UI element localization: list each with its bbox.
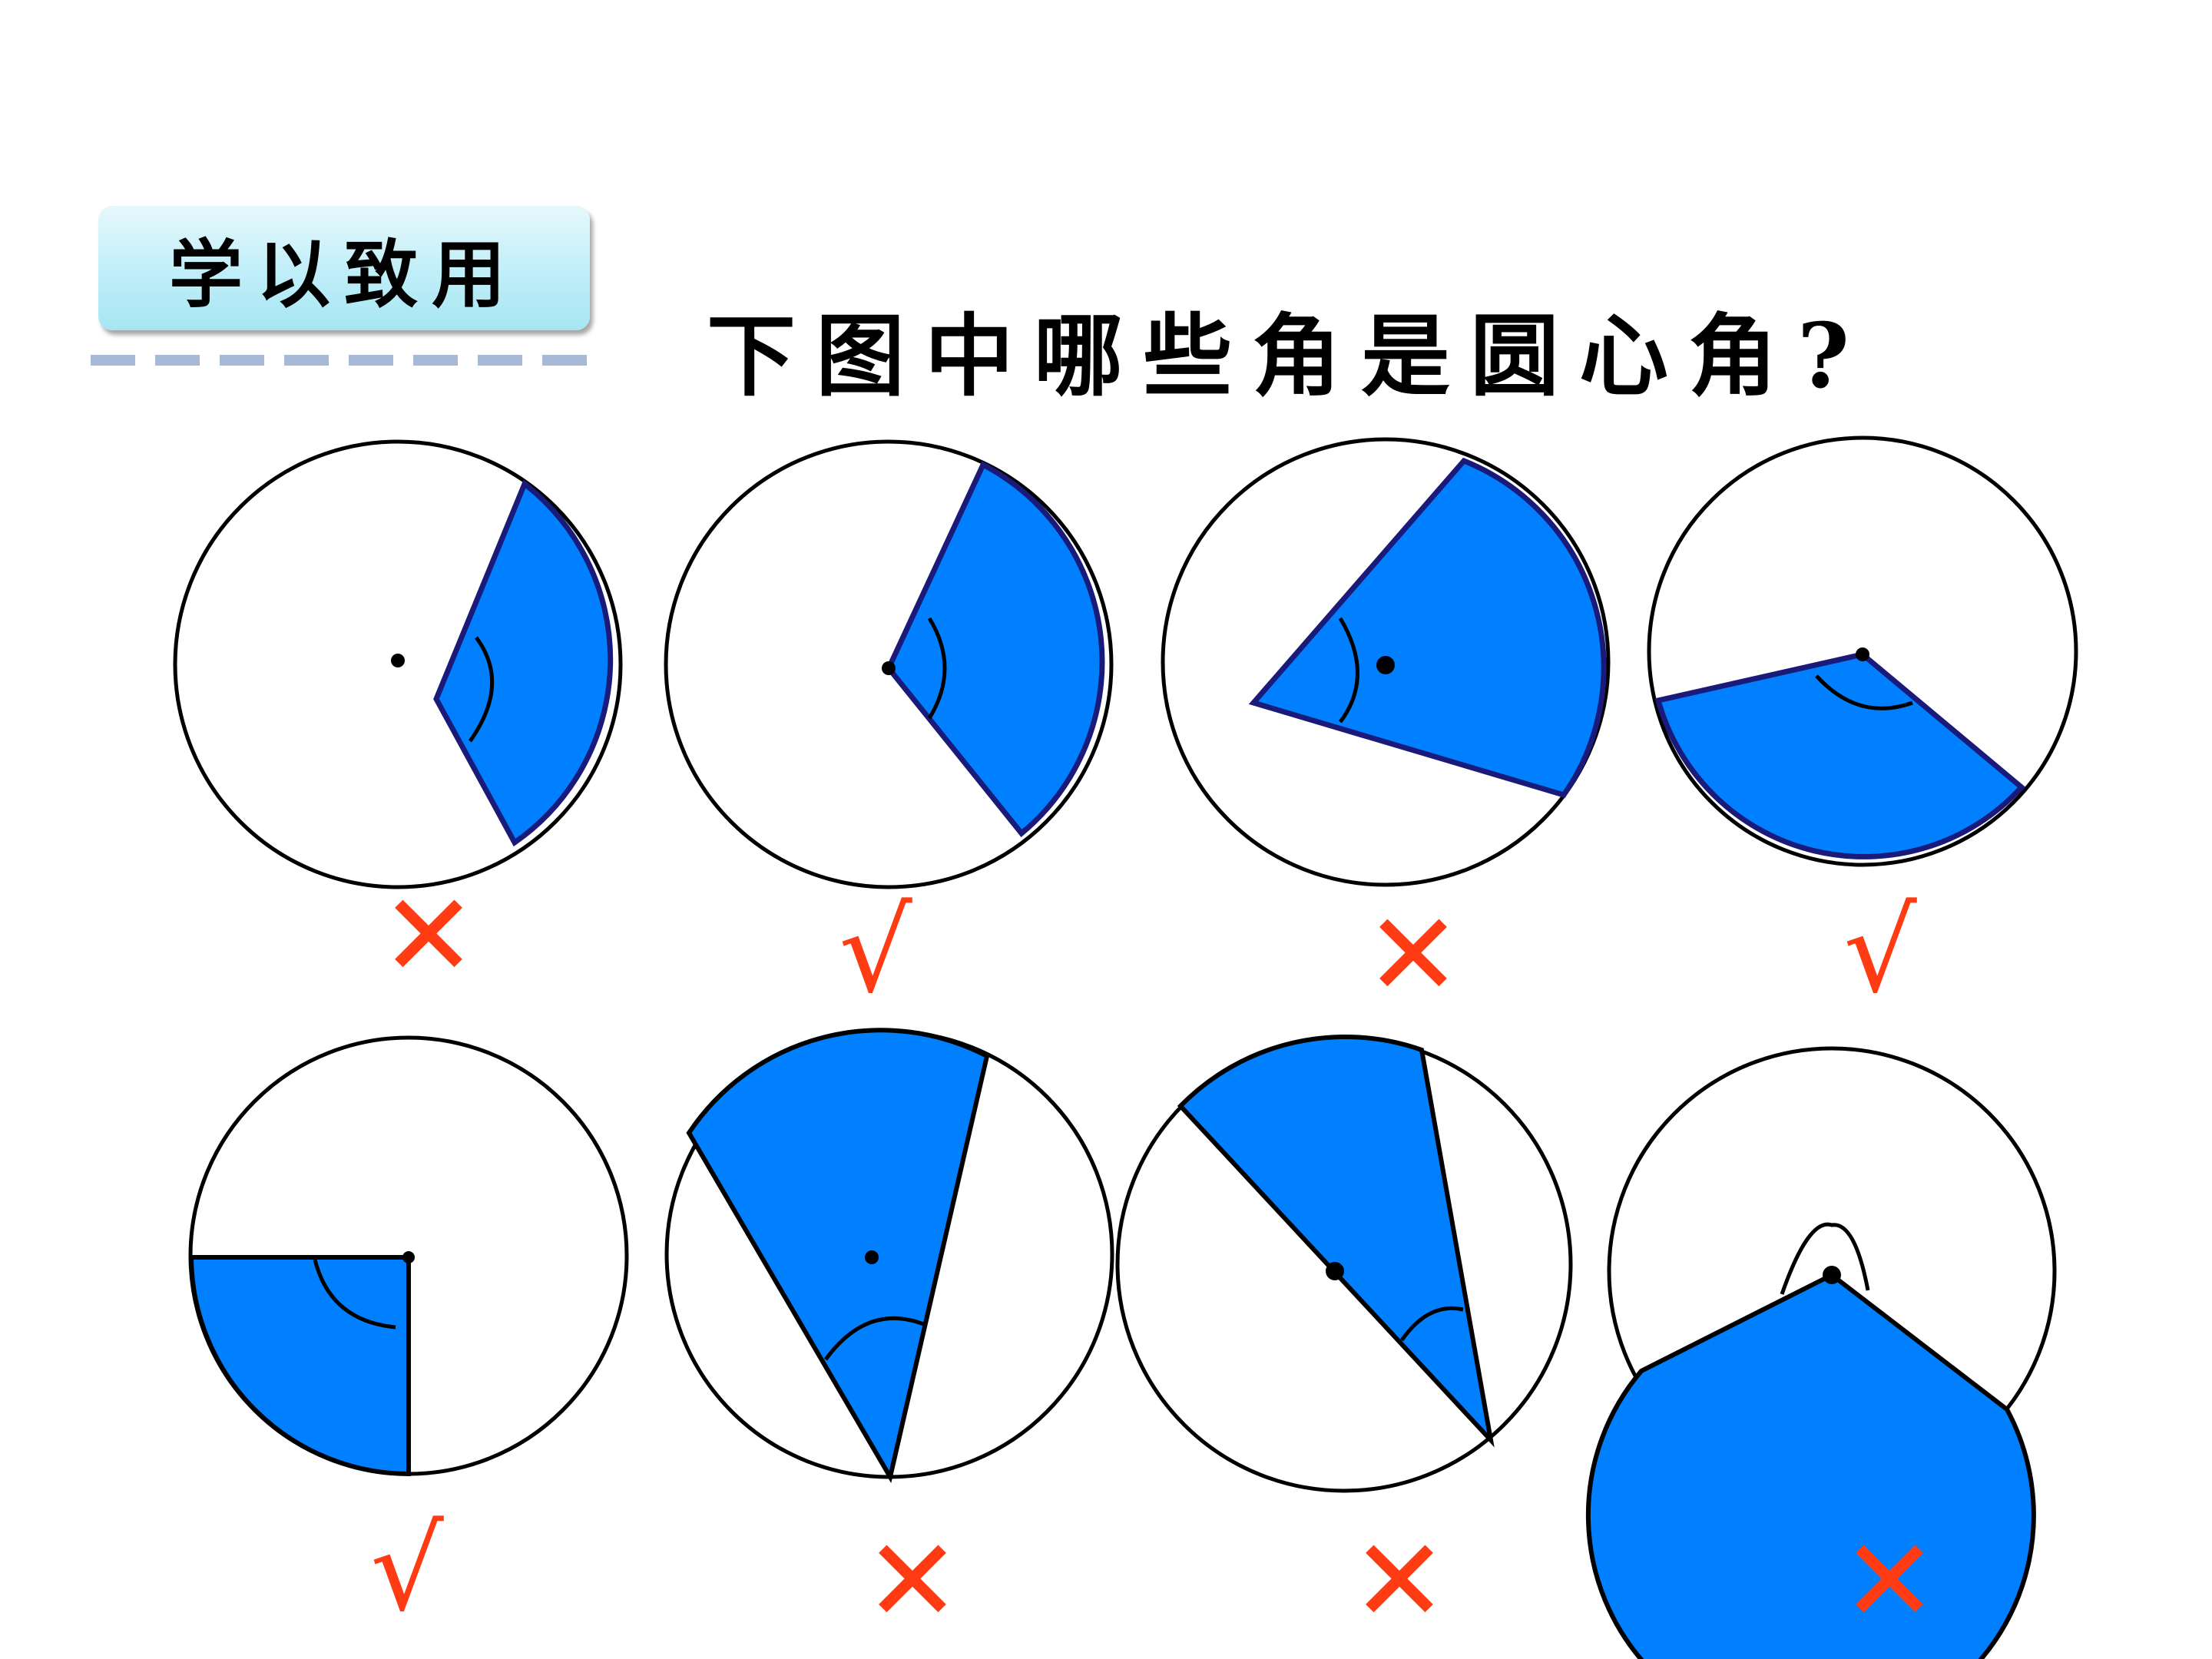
center-dot bbox=[1326, 1262, 1344, 1280]
shaded-sector bbox=[1248, 457, 1607, 799]
shaded-sector bbox=[885, 461, 1105, 837]
dashed-divider bbox=[91, 355, 590, 366]
angle-arc bbox=[1399, 1306, 1464, 1342]
answer-mark: ✕ bbox=[380, 869, 477, 1003]
angle-arc bbox=[927, 617, 947, 720]
figure-3: ✕ bbox=[1161, 437, 1611, 1022]
figure-7: ✕ bbox=[1115, 1034, 1573, 1648]
shaded-sector bbox=[1585, 1272, 2036, 1659]
answer-mark: ✕ bbox=[1841, 1515, 1938, 1648]
center-dot bbox=[1856, 647, 1869, 661]
center-dot bbox=[865, 1250, 879, 1264]
shaded-sector bbox=[1177, 1034, 1495, 1448]
figure-8: ✕ bbox=[1585, 1046, 2057, 1659]
question-heading: 下图中哪些角是圆心角? bbox=[707, 304, 1869, 409]
angle-arc bbox=[1780, 1222, 1870, 1295]
answer-mark: ✕ bbox=[864, 1515, 961, 1648]
shaded-sector bbox=[686, 1028, 990, 1484]
figure-2: √ bbox=[664, 439, 1114, 1018]
figure-5: √ bbox=[188, 1035, 629, 1637]
answer-mark: ✕ bbox=[1351, 1515, 1448, 1648]
answer-mark: √ bbox=[1843, 885, 1917, 1018]
figure-1: ✕ bbox=[173, 439, 623, 1003]
center-dot bbox=[882, 661, 896, 675]
center-dot bbox=[391, 654, 405, 667]
answer-mark: ✕ bbox=[1365, 889, 1462, 1022]
shaded-sector bbox=[1654, 651, 2026, 859]
section-badge: 学以致用 bbox=[98, 206, 590, 330]
figure-6: ✕ bbox=[664, 1028, 1114, 1648]
angle-arc bbox=[313, 1259, 396, 1330]
answer-mark: √ bbox=[370, 1503, 444, 1637]
center-dot bbox=[1823, 1266, 1841, 1284]
angle-arc bbox=[468, 636, 495, 743]
angle-arc bbox=[1338, 617, 1359, 724]
shaded-sector bbox=[433, 479, 614, 847]
angle-arc bbox=[823, 1316, 926, 1361]
shaded-sector bbox=[188, 1255, 411, 1477]
answer-mark: √ bbox=[839, 885, 912, 1018]
section-badge-label: 学以致用 bbox=[169, 230, 519, 318]
center-dot bbox=[402, 1251, 415, 1263]
center-dot bbox=[1376, 656, 1395, 674]
angle-arc bbox=[1815, 674, 1913, 710]
figure-4: √ bbox=[1647, 435, 2078, 1018]
